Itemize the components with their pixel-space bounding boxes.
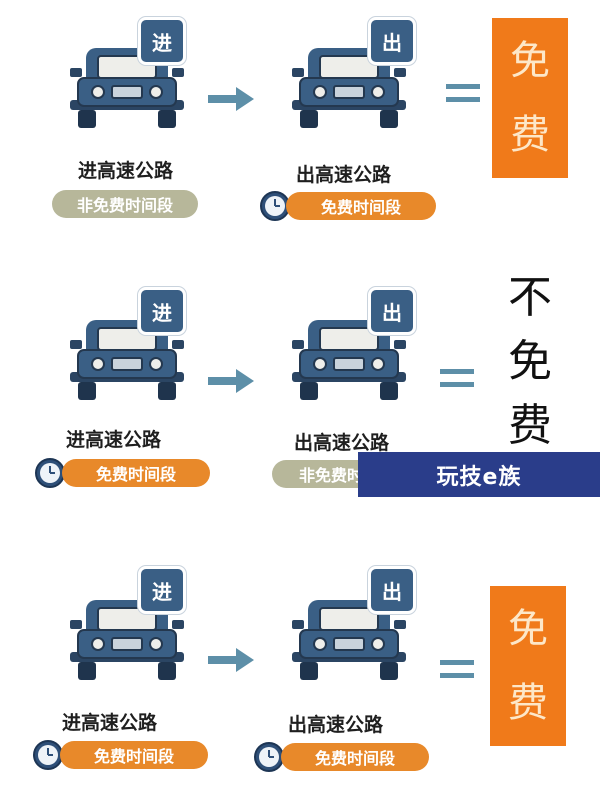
equals-icon [440,658,474,680]
entry-tag: 进 [138,287,186,335]
exit-tag: 出 [368,566,416,614]
result-char: 免 [508,606,548,652]
exit-period-pill: 免费时间段 [286,192,436,220]
clock-icon [35,458,65,488]
car-icon [290,312,408,408]
car-icon [68,592,186,688]
arrow-right-icon [208,366,254,396]
result-char: 费 [510,112,550,158]
result-not-free-text: 不 免 费 [500,276,560,468]
exit-period-pill: 免费时间段 [281,743,429,771]
car-icon [290,592,408,688]
entry-period-pill: 非免费时间段 [52,190,198,218]
result-free-box: 免 费 [490,586,566,746]
entry-tag: 进 [138,566,186,614]
exit-label: 出高速公路 [294,432,390,454]
result-char: 免 [508,336,552,387]
result-free-box: 免 费 [492,18,568,178]
result-char: 免 [510,38,550,84]
exit-label: 出高速公路 [296,164,392,186]
clock-icon [260,191,290,221]
result-char: 费 [508,400,552,451]
exit-label: 出高速公路 [288,714,384,736]
result-char: 不 [508,272,552,323]
entry-period-pill: 免费时间段 [62,459,210,487]
entry-tag: 进 [138,17,186,65]
clock-icon [254,742,284,772]
clock-icon [33,740,63,770]
arrow-right-icon [208,645,254,675]
exit-tag: 出 [368,287,416,335]
arrow-right-icon [208,84,254,114]
entry-period-pill: 免费时间段 [60,741,208,769]
exit-tag: 出 [368,17,416,65]
result-char: 费 [508,680,548,726]
equals-icon [440,367,474,389]
equals-icon [446,82,480,104]
entry-label: 进高速公路 [62,712,158,734]
entry-label: 进高速公路 [66,429,162,451]
watermark-banner: 玩技e族 [358,452,600,497]
entry-label: 进高速公路 [78,160,174,182]
